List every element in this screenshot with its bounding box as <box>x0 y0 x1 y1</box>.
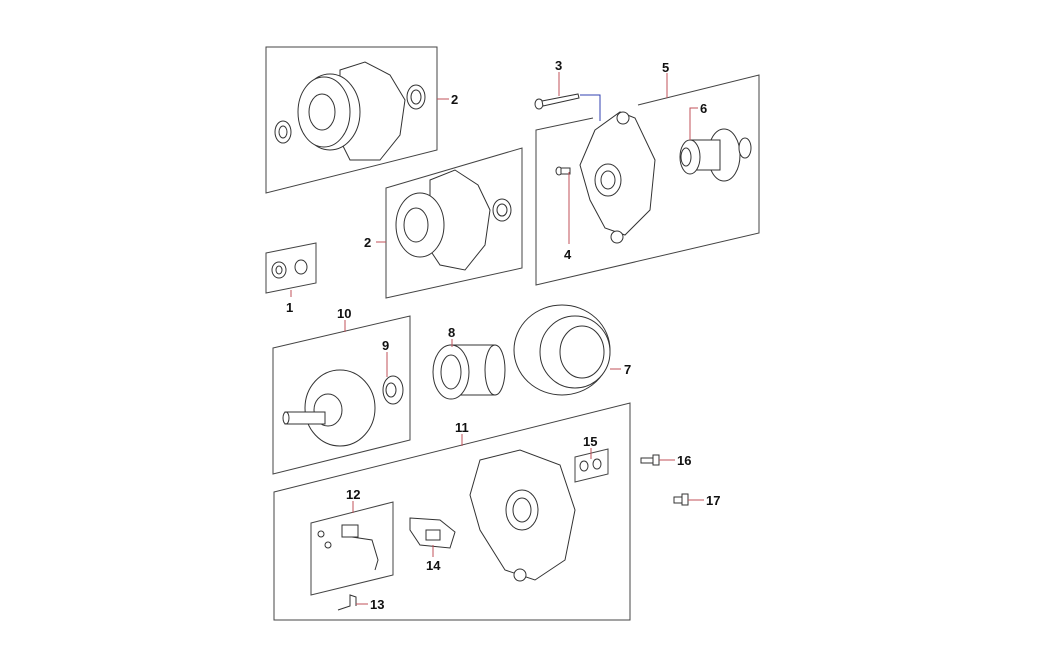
callout-15[interactable]: 15 <box>583 434 597 449</box>
callout-13[interactable]: 13 <box>370 597 384 612</box>
group-box-pulley-fan-b <box>385 147 523 299</box>
group-box-brush-holder <box>310 501 394 596</box>
screw-17-part[interactable] <box>673 493 689 506</box>
callout-8[interactable]: 8 <box>448 325 455 340</box>
regulator-part[interactable] <box>409 517 456 549</box>
callout-5[interactable]: 5 <box>662 60 669 75</box>
callout-1[interactable]: 1 <box>286 300 293 315</box>
group-box-rotor <box>272 315 411 475</box>
group-box-pulley-fan-a <box>265 46 438 194</box>
pulley-fan-part[interactable] <box>274 61 426 161</box>
screw-part[interactable] <box>555 166 571 176</box>
callout-12[interactable]: 12 <box>346 487 360 502</box>
callout-4[interactable]: 4 <box>564 247 572 262</box>
brush-holder-part[interactable] <box>317 524 379 571</box>
bracket-part[interactable] <box>337 594 357 611</box>
callout-2a[interactable]: 2 <box>451 92 458 107</box>
callout-6[interactable]: 6 <box>700 101 707 116</box>
group-box-drive-end-housing <box>535 74 760 286</box>
rotor-part[interactable] <box>282 369 376 447</box>
callout-7[interactable]: 7 <box>624 362 631 377</box>
slip-ring-end-housing-part[interactable] <box>469 449 576 582</box>
group-box-slip-ring-end <box>273 402 631 621</box>
callout-2b[interactable]: 2 <box>364 235 371 250</box>
callout-3[interactable]: 3 <box>555 58 562 73</box>
callout-10[interactable]: 10 <box>337 306 351 321</box>
leader-line-6 <box>689 107 698 140</box>
group-box-nut-washer <box>265 242 317 294</box>
bushing-part[interactable] <box>579 458 602 472</box>
screw-16-part[interactable] <box>640 454 660 466</box>
callout-9[interactable]: 9 <box>382 338 389 353</box>
bearing-part[interactable] <box>382 375 404 405</box>
link-line-3 <box>580 94 601 121</box>
callout-14[interactable]: 14 <box>426 558 441 573</box>
bearing-plate-part[interactable] <box>679 128 752 182</box>
callout-11[interactable]: 11 <box>455 420 469 435</box>
nut-washer-part[interactable] <box>271 259 308 279</box>
group-box-bushings <box>574 448 609 483</box>
callout-16[interactable]: 16 <box>677 453 691 468</box>
callout-17[interactable]: 17 <box>706 493 720 508</box>
stator-part[interactable] <box>513 304 611 396</box>
spacer-ring-part[interactable] <box>432 344 506 400</box>
through-bolt-part[interactable] <box>534 93 580 110</box>
pulley-fan-part-b[interactable] <box>395 169 512 271</box>
drive-end-housing-part[interactable] <box>579 111 656 244</box>
